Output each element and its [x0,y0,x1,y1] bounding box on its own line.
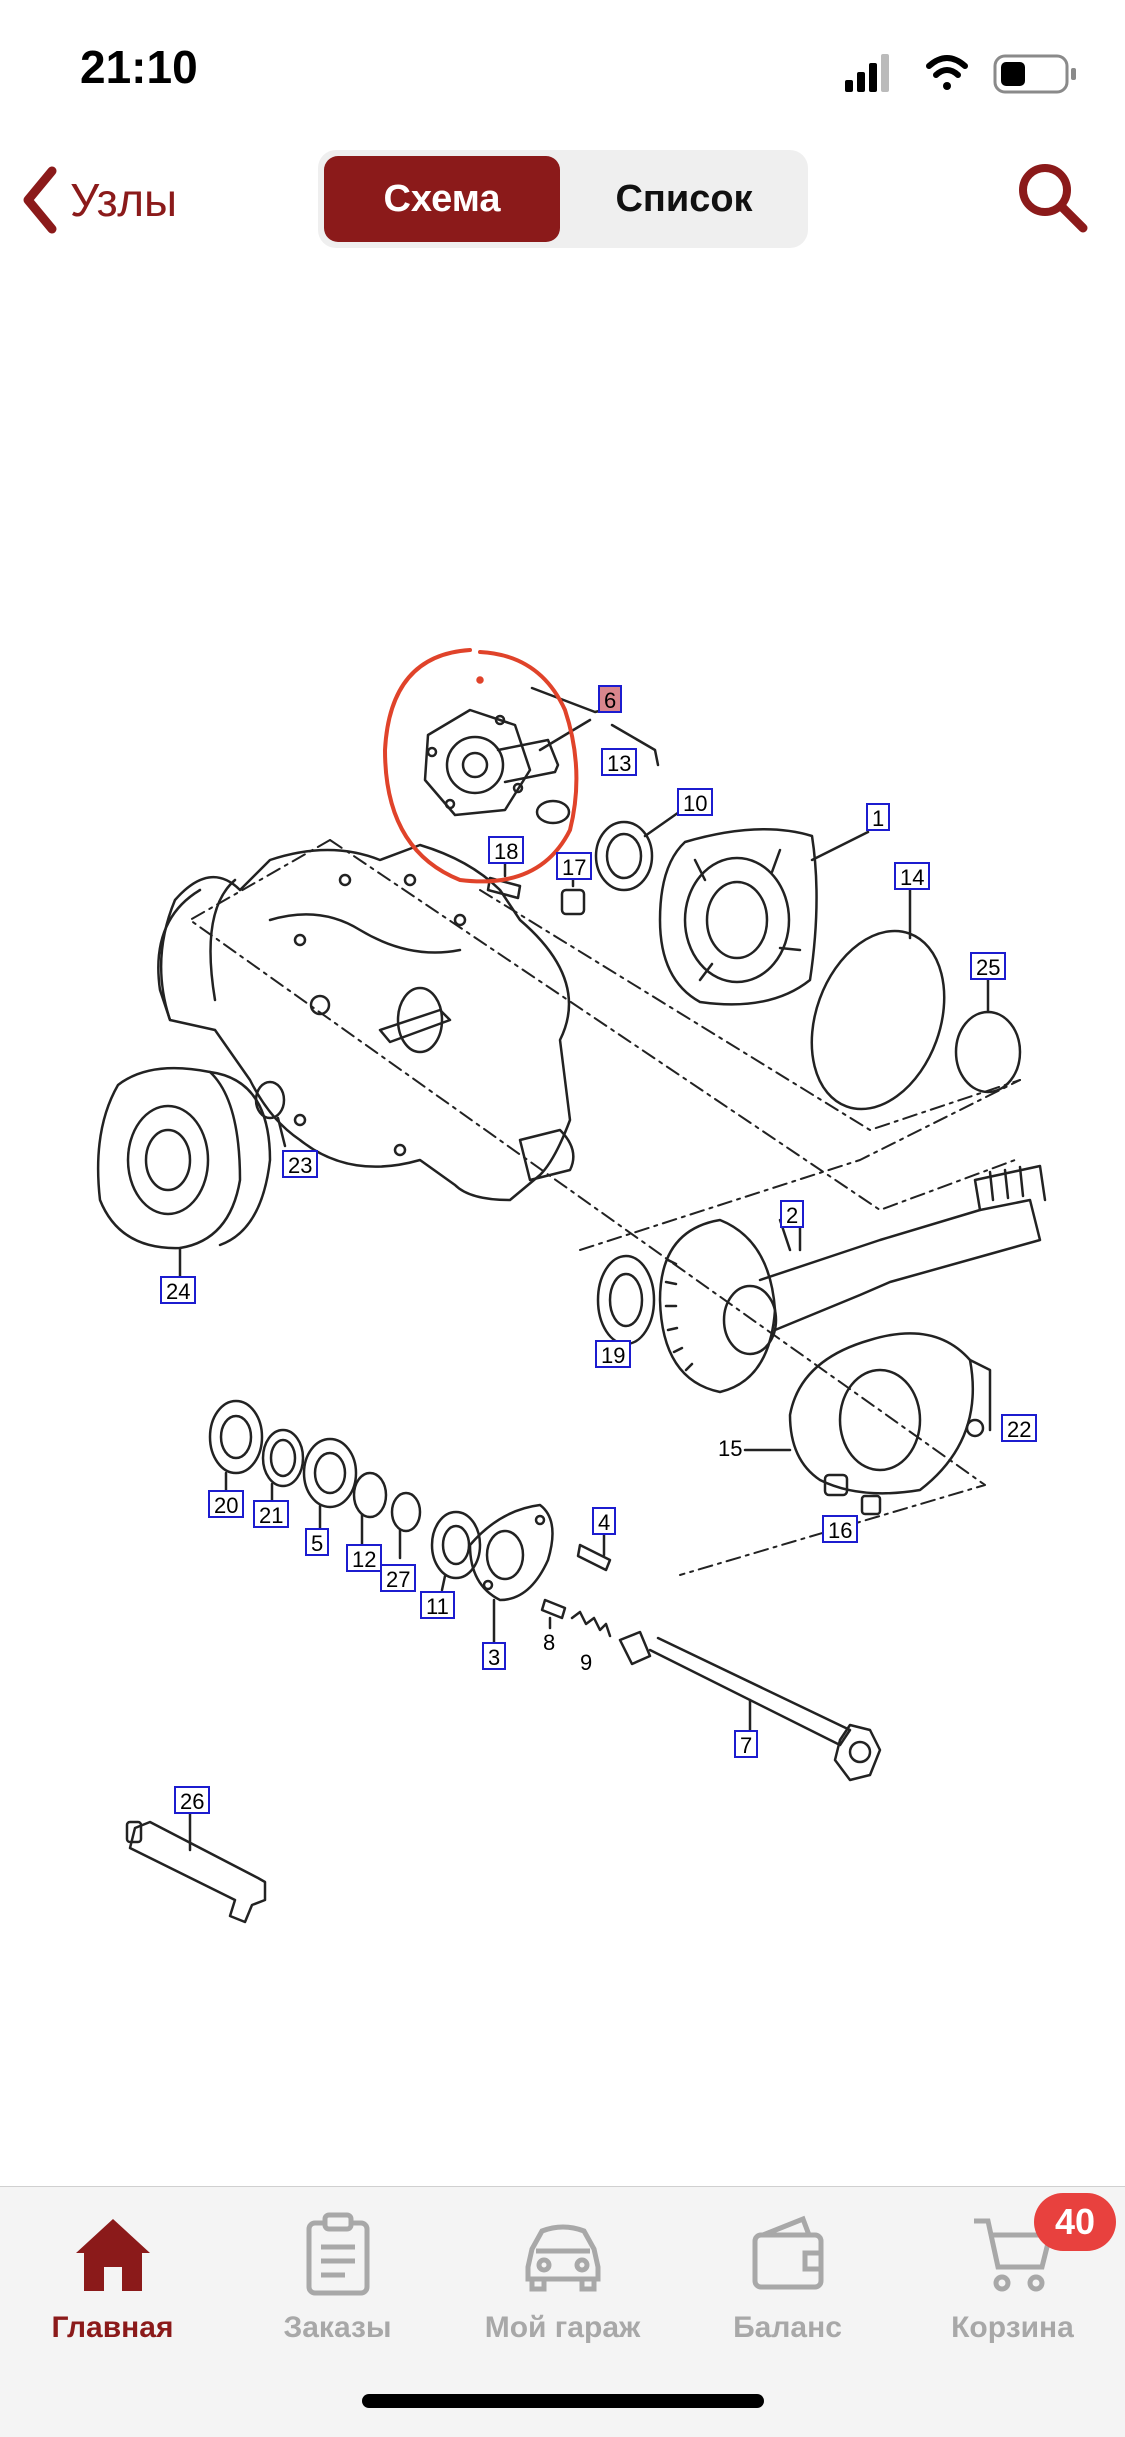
status-icons [845,54,1076,94]
tab-label: Баланс [733,2311,842,2344]
callout-14[interactable]: 14 [894,862,931,890]
callout-7[interactable]: 7 [734,1730,759,1758]
home-icon [75,2219,150,2291]
tab-garage[interactable]: Мой гараж [450,2209,675,2369]
view-segmented-control: Схема Список [318,150,808,248]
cart-badge: 40 [1034,2193,1116,2251]
flange-drawing [423,686,660,825]
parts-diagram: 6 13 10 1 18 17 14 25 23 24 2 19 15 22 2… [0,560,1125,1960]
status-bar: 21:10 [0,0,1125,140]
callout-20[interactable]: 20 [208,1490,245,1518]
cover-drawing [658,828,870,1006]
callout-1[interactable]: 1 [866,803,891,831]
wifi-icon [926,55,968,90]
exploded-view-drawing [96,648,1047,1924]
side-flange-drawing [96,1066,272,1278]
navigation-bar: Узлы Схема Список [0,140,1125,260]
tab-label: Мой гараж [484,2311,641,2344]
callout-18[interactable]: 18 [488,836,525,864]
tab-cart[interactable]: Корзина [900,2209,1125,2369]
callout-17[interactable]: 17 [556,852,593,880]
cellular-signal-icon [845,54,889,92]
callout-16[interactable]: 16 [822,1515,859,1543]
label-8[interactable]: 8 [543,1630,556,1655]
annotation-circle [383,648,579,884]
battery-icon [993,54,1076,94]
callout-13[interactable]: 13 [601,748,638,776]
callout-25[interactable]: 25 [970,952,1007,980]
callout-19[interactable]: 19 [595,1340,632,1368]
back-label: Узлы [70,174,178,226]
tab-label: Корзина [951,2311,1074,2344]
callout-6[interactable]: 6 [598,685,623,713]
tab-home[interactable]: Главная [0,2209,225,2369]
callout-24[interactable]: 24 [160,1276,197,1304]
callout-4[interactable]: 4 [592,1507,617,1535]
search-icon[interactable] [1015,160,1091,236]
label-9[interactable]: 9 [580,1650,593,1675]
car-icon [525,2224,600,2292]
wallet-icon [752,2215,823,2290]
grease-tube-drawing [125,1808,267,1924]
callout-3[interactable]: 3 [482,1642,507,1670]
callout-27[interactable]: 27 [380,1564,417,1592]
callout-12[interactable]: 12 [346,1544,383,1572]
callout-21[interactable]: 21 [253,1500,290,1528]
tab-orders[interactable]: Заказы [225,2209,450,2369]
tab-bar: Главная Заказы Мой гараж Баланс Корз [0,2186,1125,2437]
callout-5[interactable]: 5 [305,1528,330,1556]
callout-23[interactable]: 23 [282,1150,319,1178]
callout-2[interactable]: 2 [780,1200,805,1228]
callout-11[interactable]: 11 [420,1591,455,1619]
back-button[interactable]: Узлы [20,162,177,238]
callout-10[interactable]: 10 [677,788,714,816]
tab-label: Главная [51,2311,174,2344]
housing-drawing [157,843,575,1202]
callout-22[interactable]: 22 [1001,1414,1038,1442]
tab-balance[interactable]: Баланс [675,2209,900,2369]
home-indicator [362,2394,764,2408]
segment-list[interactable]: Список [615,177,753,220]
tab-label: Заказы [283,2311,392,2344]
status-time: 21:10 [80,41,198,93]
callout-26[interactable]: 26 [174,1786,211,1814]
label-15[interactable]: 15 [718,1436,743,1461]
chevron-left-icon [23,166,57,234]
segment-scheme[interactable]: Схема [324,156,560,242]
gear-set-drawing [658,1164,1047,1394]
shaft-drawing [618,1630,882,1782]
clipboard-icon [306,2212,369,2296]
